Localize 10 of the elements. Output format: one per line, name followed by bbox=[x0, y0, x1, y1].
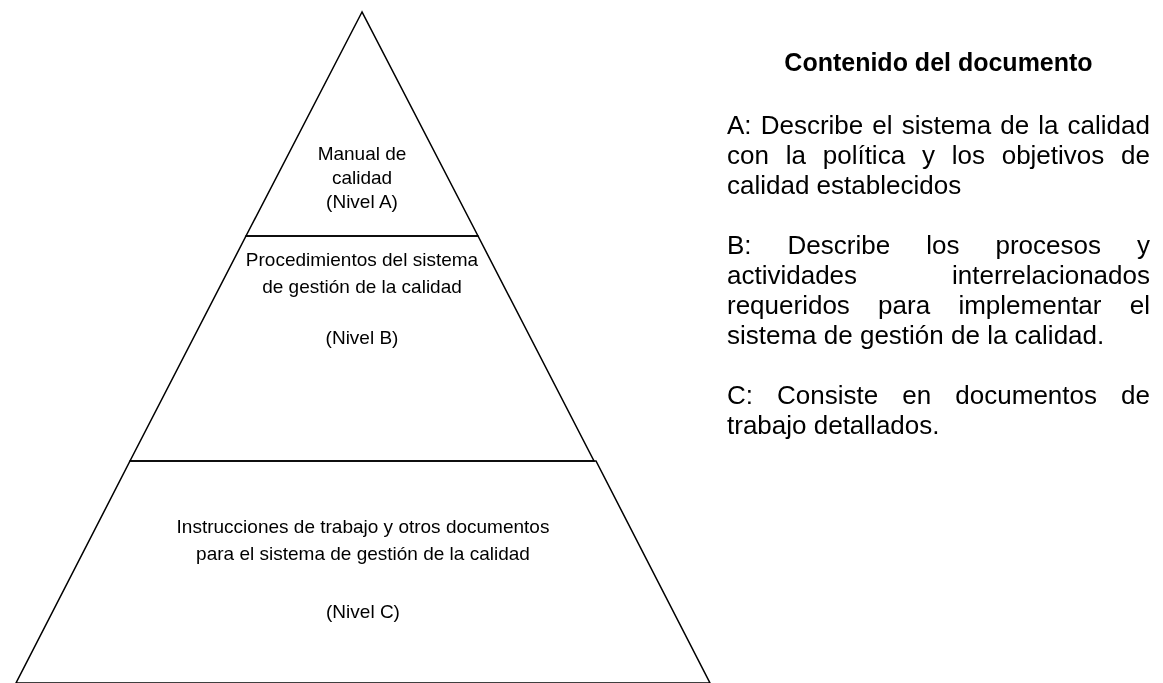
level-name: (Nivel A) bbox=[325, 190, 399, 214]
description-text: B: Describe los procesos y actividades interrelacionados requeridos para implementar el sistema de gestión de la calidad. bbox=[727, 230, 1150, 350]
section-heading: Contenido del documento bbox=[783, 47, 1094, 77]
level-title: Manual de calidad bbox=[316, 142, 408, 190]
description-text: A: Describe el sistema de la calidad con la política y los objetivos de calidad establecidos bbox=[727, 110, 1150, 200]
description-text: C: Consiste en documentos de trabajo detallados. bbox=[727, 380, 1150, 440]
level-name: (Nivel C) bbox=[325, 600, 401, 624]
level-name: (Nivel B) bbox=[324, 326, 400, 350]
level-title: Procedimientos del sistema de gestión de la calidad bbox=[244, 248, 480, 299]
level-title: Instrucciones de trabajo y otros documentos para el sistema de gestión de la calidad bbox=[175, 515, 551, 566]
